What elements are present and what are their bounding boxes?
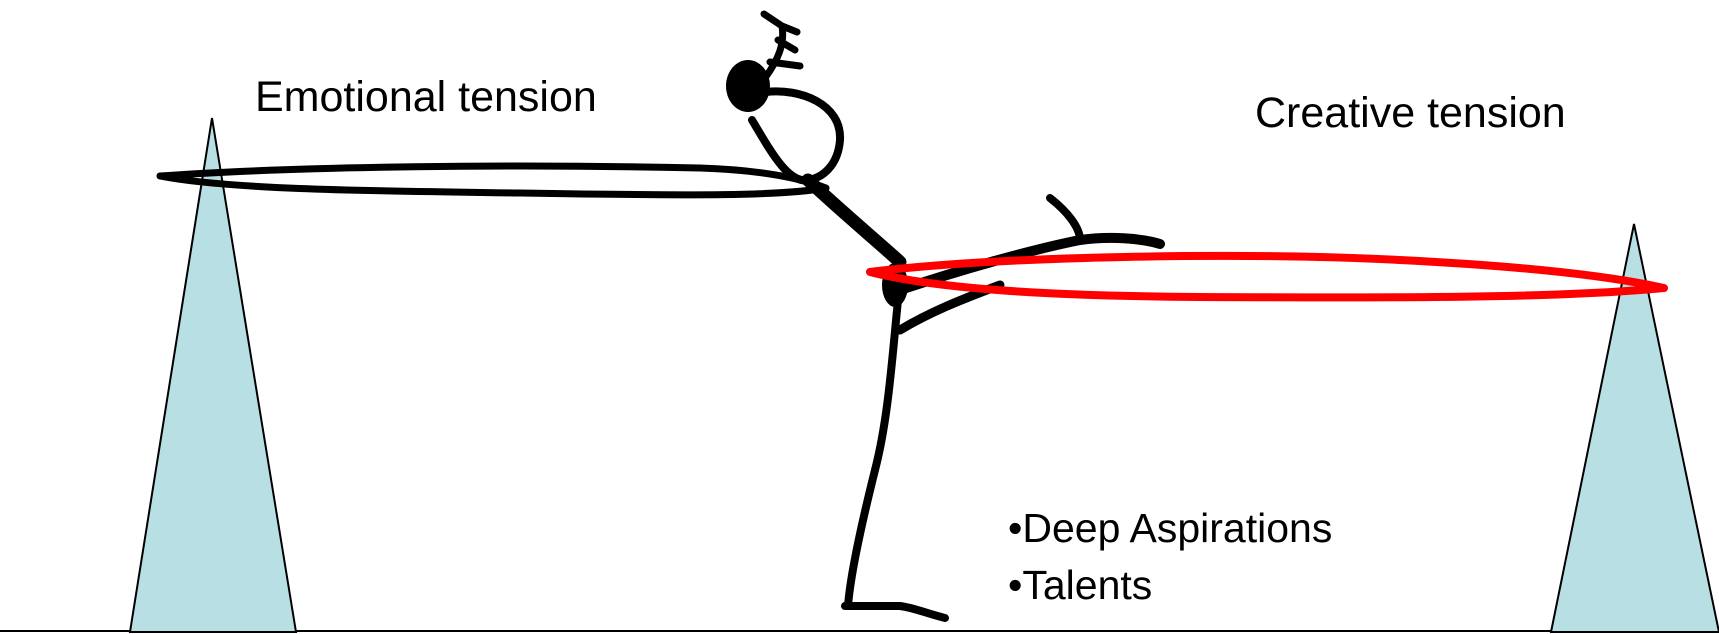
- figure-curled-arm: [752, 91, 840, 180]
- figure-raised-foot: [1050, 198, 1080, 240]
- list-item-deep-aspirations: •Deep Aspirations: [1008, 500, 1332, 557]
- aspirations-list: •Deep Aspirations •Talents: [1008, 500, 1332, 614]
- creative-tension-band: [870, 256, 1664, 297]
- figure-head: [726, 60, 770, 112]
- figure-standing-leg: [848, 300, 898, 606]
- emotional-tension-band: [160, 166, 826, 195]
- left-tower-icon: [130, 118, 296, 632]
- list-item-talents: •Talents: [1008, 557, 1332, 614]
- creative-tension-label: Creative tension: [1255, 92, 1566, 135]
- figure-standing-foot: [845, 606, 945, 618]
- figure-torso: [808, 180, 900, 262]
- figure-upper-arm: [764, 14, 800, 78]
- emotional-tension-label: Emotional tension: [255, 76, 597, 119]
